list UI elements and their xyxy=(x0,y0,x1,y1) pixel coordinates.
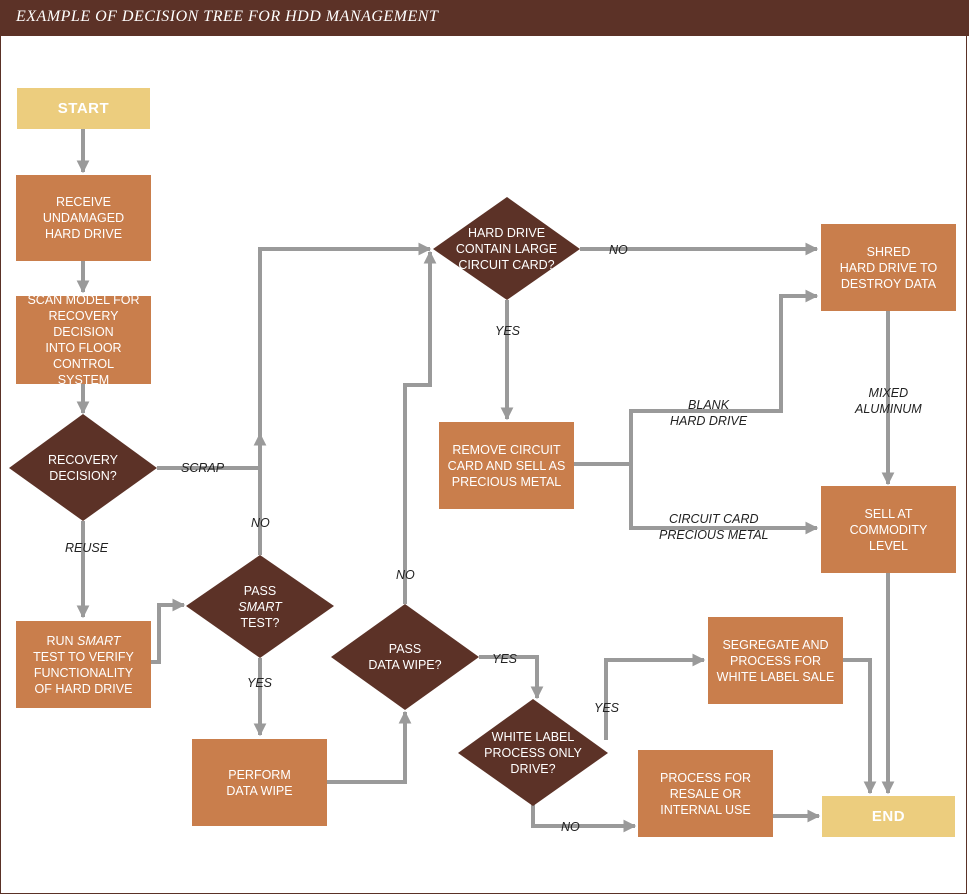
start-node: START xyxy=(17,88,150,129)
pass-smart-text: PASS SMART TEST? xyxy=(186,555,334,658)
remove-card-line: REMOVE CIRCUIT xyxy=(452,442,561,457)
perform-wipe-line: DATA WIPE xyxy=(226,783,293,798)
receive-line: HARD DRIVE xyxy=(44,227,123,241)
label-scrap: SCRAP xyxy=(181,461,225,475)
segregate-line: PROCESS FOR xyxy=(729,653,821,668)
label-yes-white: YES xyxy=(594,701,620,715)
recovery-line: RECOVERY xyxy=(48,452,118,467)
pass-smart-diamond xyxy=(186,555,334,658)
scan-line: RECOVERY DECISION xyxy=(48,309,119,339)
run-smart-line: OF HARD DRIVE xyxy=(34,681,133,696)
page-title: EXAMPLE OF DECISION TREE FOR HDD MANAGEM… xyxy=(16,8,439,25)
pass-wipe-text: PASS DATA WIPE? xyxy=(331,604,479,710)
large-card-line: CONTAIN LARGE xyxy=(455,241,558,256)
white-label-line: DRIVE? xyxy=(510,761,556,776)
shred-line: SHRED xyxy=(866,244,911,259)
pass-wipe-diamond xyxy=(331,604,479,710)
label-no-card: NO xyxy=(609,243,628,257)
run-smart-line: TEST TO VERIFY xyxy=(33,649,134,664)
arrow-circuit-precious xyxy=(629,464,819,535)
large-card-line: HARD DRIVE xyxy=(467,225,546,240)
remove-card-box: REMOVE CIRCUIT CARD AND SELL AS PRECIOUS… xyxy=(439,422,574,509)
shred-line: DESTROY DATA xyxy=(840,276,937,291)
perform-wipe-box: PERFORM DATA WIPE xyxy=(192,739,327,826)
run-smart-line1: RUN SMART xyxy=(33,633,134,649)
arrow-white-no xyxy=(531,800,637,833)
receive-line: UNDAMAGED xyxy=(42,211,125,225)
run-smart-line: FUNCTIONALITY xyxy=(33,665,134,680)
circuit-line: CIRCUIT CARD xyxy=(668,512,759,526)
smart-word: SMART xyxy=(77,633,121,648)
white-label-diamond xyxy=(458,699,608,806)
start-label: START xyxy=(57,100,110,117)
large-card-line: CIRCUIT CARD? xyxy=(458,257,555,272)
pass-smart-line: TEST? xyxy=(240,615,280,630)
large-card-text: HARD DRIVE CONTAIN LARGE CIRCUIT CARD? xyxy=(433,197,580,300)
label-circuit-precious: CIRCUIT CARD PRECIOUS METAL xyxy=(659,511,769,543)
label-yes-wipe: YES xyxy=(492,652,518,666)
end-node: END xyxy=(822,796,955,837)
white-label-line: WHITE LABEL xyxy=(491,729,575,744)
header-bar: EXAMPLE OF DECISION TREE FOR HDD MANAGEM… xyxy=(0,0,969,36)
sell-line: LEVEL xyxy=(869,538,908,553)
scan-line: INTO FLOOR CONTROL xyxy=(45,341,122,371)
arrow-blank-drive xyxy=(629,289,819,464)
receive-box: RECEIVE UNDAMAGED HARD DRIVE xyxy=(16,175,151,261)
label-reuse: REUSE xyxy=(65,541,109,555)
resale-box: PROCESS FOR RESALE OR INTERNAL USE xyxy=(638,750,773,837)
perform-wipe-line: PERFORM xyxy=(228,767,291,782)
shred-line: HARD DRIVE TO xyxy=(839,260,938,275)
label-yes-smart: YES xyxy=(247,676,273,690)
end-label: END xyxy=(871,808,906,825)
arrow-run-to-smart xyxy=(151,598,186,664)
white-label-text: WHITE LABEL PROCESS ONLY DRIVE? xyxy=(458,699,608,806)
scan-box: SCAN MODEL FOR RECOVERY DECISION INTO FL… xyxy=(16,293,151,387)
pass-wipe-line: PASS xyxy=(388,642,422,656)
sell-line: SELL AT xyxy=(864,506,913,521)
arrow-passwipe-yes xyxy=(479,655,544,700)
label-no-white: NO xyxy=(561,820,580,834)
label-no-wipe: NO xyxy=(396,568,415,582)
recovery-decision-text: RECOVERY DECISION? xyxy=(9,414,157,521)
label-yes-card: YES xyxy=(495,324,521,338)
run-prefix: RUN xyxy=(46,633,77,648)
remove-card-line: CARD AND SELL AS xyxy=(447,458,566,473)
label-mixed-aluminum: MIXED ALUMINUM xyxy=(855,385,922,417)
large-card-diamond xyxy=(433,197,580,300)
segregate-line: WHITE LABEL SALE xyxy=(716,669,835,684)
arrow-white-yes xyxy=(604,653,706,740)
label-blank-drive: BLANK HARD DRIVE xyxy=(670,397,747,429)
run-smart-box: RUN SMART TEST TO VERIFY FUNCTIONALITY O… xyxy=(16,621,151,708)
mixed-line: ALUMINUM xyxy=(855,402,922,416)
recovery-decision-diamond xyxy=(9,414,157,521)
arrow-passwipe-no xyxy=(403,250,437,604)
blank-line: HARD DRIVE xyxy=(670,414,748,428)
mixed-line: MIXED xyxy=(868,386,909,400)
receive-line: RECEIVE xyxy=(56,195,111,209)
circuit-line: PRECIOUS METAL xyxy=(659,528,769,542)
resale-line: INTERNAL USE xyxy=(660,802,751,817)
pass-smart-line: PASS xyxy=(243,583,277,598)
white-label-line: PROCESS ONLY xyxy=(484,745,582,760)
pass-wipe-line: DATA WIPE? xyxy=(368,658,442,672)
scan-line: SCAN MODEL FOR xyxy=(27,293,140,307)
blank-line: BLANK xyxy=(688,398,730,412)
smart-word: SMART xyxy=(238,599,282,614)
label-no-smart: NO xyxy=(251,516,270,530)
segregate-line: SEGREGATE AND xyxy=(722,637,829,652)
sell-commodity-box: SELL AT COMMODITY LEVEL xyxy=(821,486,956,573)
remove-card-line: PRECIOUS METAL xyxy=(451,474,562,489)
resale-line: PROCESS FOR xyxy=(660,770,751,785)
recovery-line: DECISION? xyxy=(49,468,117,483)
arrow-segregate-to-end xyxy=(843,658,877,795)
arrow-smart-no xyxy=(258,242,432,555)
segregate-box: SEGREGATE AND PROCESS FOR WHITE LABEL SA… xyxy=(708,617,843,704)
shred-box: SHRED HARD DRIVE TO DESTROY DATA xyxy=(821,224,956,311)
arrow-wipe-to-passwipe xyxy=(327,710,412,784)
scan-line: SYSTEM xyxy=(57,373,110,387)
sell-line: COMMODITY xyxy=(849,522,928,537)
resale-line: RESALE OR xyxy=(669,786,742,801)
